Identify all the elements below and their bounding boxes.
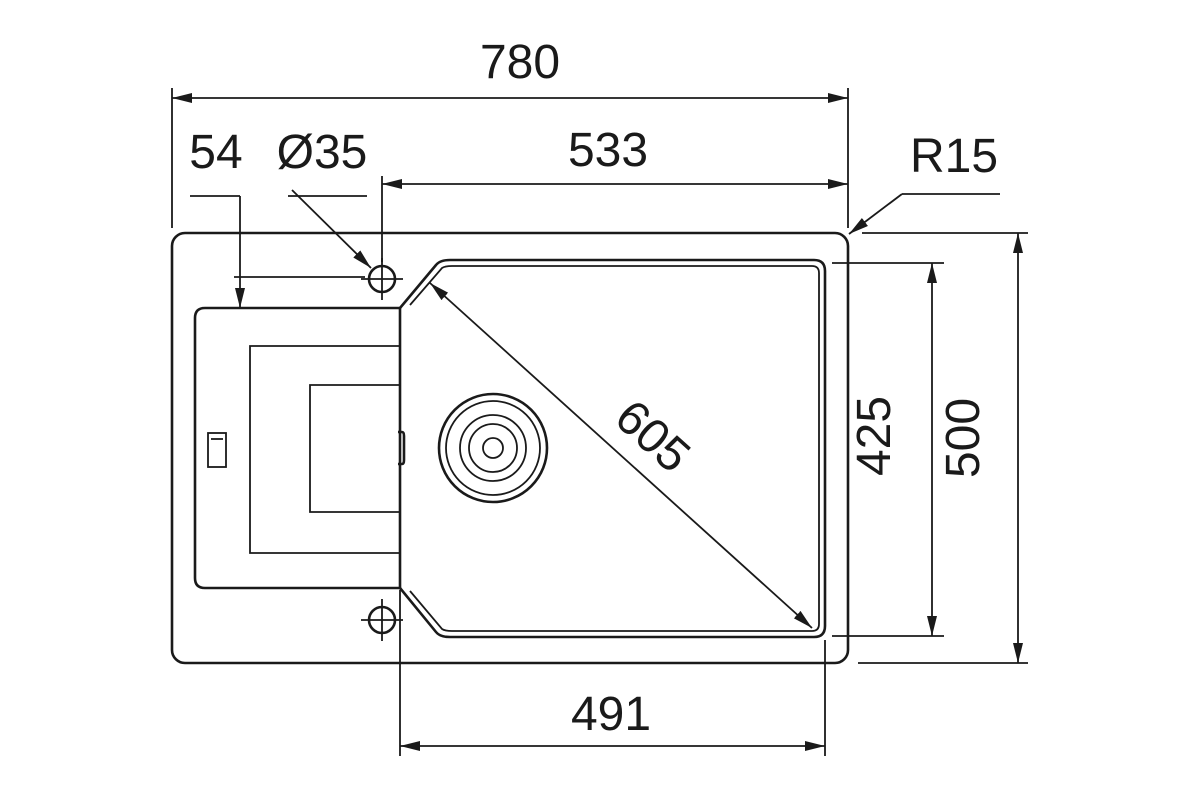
sink-outline — [170, 231, 850, 665]
tap-hole-bottom — [361, 599, 403, 641]
dimension-425: 425 — [832, 262, 944, 637]
dimension-533-label: 533 — [568, 124, 648, 177]
dimension-491: 491 — [399, 590, 826, 756]
dimension-533: 533 — [381, 124, 848, 262]
overflow-slot — [207, 432, 227, 468]
dimension-54-label: 54 — [189, 126, 242, 179]
dimension-radius-label: R15 — [910, 130, 998, 183]
dimension-491-label: 491 — [571, 688, 651, 741]
tap-hole-top — [361, 258, 403, 300]
dimension-425-label: 425 — [848, 396, 901, 476]
dimension-500-label: 500 — [937, 398, 990, 478]
dimension-hole-diameter: Ø35 — [277, 126, 372, 269]
bowl — [398, 258, 827, 639]
dimension-500: 500 — [858, 232, 1028, 664]
dimension-hole-diameter-label: Ø35 — [277, 126, 368, 179]
dimension-54: 54 — [189, 126, 365, 308]
dimension-radius: R15 — [848, 130, 1000, 235]
dimension-605-label: 605 — [605, 390, 700, 483]
dimension-780: 780 — [171, 36, 849, 228]
drainer-area — [193, 306, 406, 590]
drain-strainer-icon — [437, 392, 549, 504]
dimension-780-label: 780 — [480, 36, 560, 89]
